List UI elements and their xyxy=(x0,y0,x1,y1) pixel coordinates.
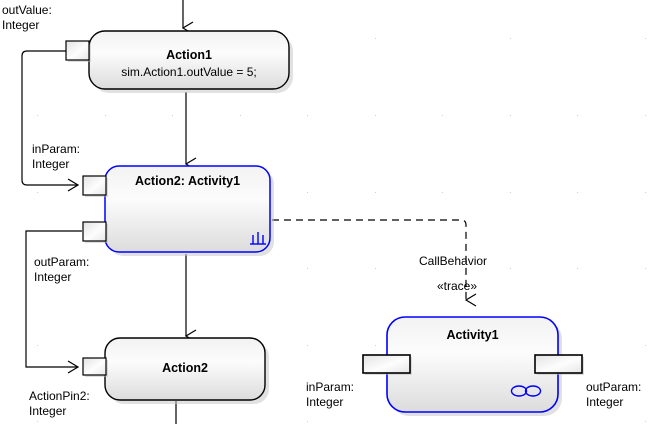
infinity-icon xyxy=(510,385,542,397)
edge-outparam-to-actionpin2 xyxy=(25,230,82,374)
node-activity1-title: Activity1 xyxy=(446,328,499,342)
node-action1[interactable] xyxy=(88,30,293,93)
parameter-label-outparam-line1: outParam: xyxy=(586,380,642,394)
rake-icon xyxy=(250,232,266,245)
node-action2-activity1-title: Action2: Activity1 xyxy=(134,174,241,188)
parameter-label-outparam-line2: Integer xyxy=(586,395,624,409)
parameter-activity1-outparam[interactable] xyxy=(534,354,584,375)
pin-label-outvalue-line2: Integer xyxy=(2,18,40,32)
pin-label-outparam-line2: Integer xyxy=(34,270,72,284)
node-action2[interactable] xyxy=(104,337,269,404)
parameter-activity1-inparam[interactable] xyxy=(362,354,412,375)
edge-trace-dependency xyxy=(272,219,477,307)
node-action2-title: Action2 xyxy=(162,361,208,375)
pin-label-actionpin2-line1: ActionPin2: xyxy=(29,389,90,403)
node-action1-body: sim.Action1.outValue = 5; xyxy=(121,65,257,79)
parameter-label-inparam-line2: Integer xyxy=(306,395,344,409)
pin-label-outparam-line1: outParam: xyxy=(34,255,90,269)
pin-action2-inparam[interactable] xyxy=(82,175,108,197)
pin-label-outvalue-line1: outValue: xyxy=(2,3,52,17)
pin-action2b-actionpin2[interactable] xyxy=(82,357,108,377)
pin-action2-outparam[interactable] xyxy=(82,221,108,243)
parameter-label-inparam-line1: inParam: xyxy=(306,380,355,394)
node-activity1[interactable] xyxy=(386,316,562,416)
edge-label-trace-stereotype: «trace» xyxy=(437,279,478,293)
node-action2-activity1[interactable] xyxy=(104,165,274,256)
pin-label-actionpin2-line2: Integer xyxy=(29,404,67,418)
pin-label-inparam-line1: inParam: xyxy=(32,142,81,156)
pin-action1-outvalue[interactable] xyxy=(65,40,91,62)
edge-outvalue-to-inparam xyxy=(21,50,80,192)
edge-label-callbehavior: CallBehavior xyxy=(419,254,488,268)
pin-label-inparam-line2: Integer xyxy=(32,157,70,171)
node-action1-title: Action1 xyxy=(166,48,212,62)
